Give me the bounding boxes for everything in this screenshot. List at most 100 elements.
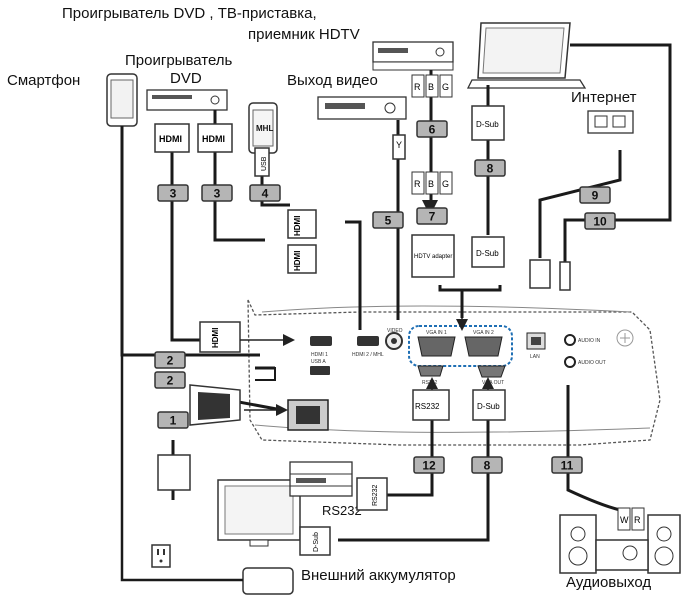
port-label-video: VIDEO xyxy=(387,328,403,334)
wall-outlet xyxy=(151,544,171,568)
cable-number-text: 11 xyxy=(561,459,574,473)
label-audio-out: Аудиовыход xyxy=(566,574,652,591)
label-dvd-player-line1: Проигрыватель xyxy=(125,52,233,69)
svg-text:Y: Y xyxy=(396,140,402,150)
mhl-phone-device xyxy=(248,102,278,154)
port-vga-out xyxy=(477,365,506,378)
smartphone-device xyxy=(106,73,138,127)
cable-number-text: 6 xyxy=(429,123,436,137)
connector-dsub-mid: D-Sub xyxy=(471,236,505,268)
port-lan xyxy=(526,332,546,350)
svg-text:HDTV adapter: HDTV adapter xyxy=(414,254,452,260)
label-dvd-tv-hdtv-line2: приемник HDTV xyxy=(248,26,360,43)
port-label-audio-in: AUDIO IN xyxy=(578,338,601,344)
port-label-hdmi2: HDMI 2 / MHL xyxy=(352,352,384,358)
cable-number-text: 3 xyxy=(170,187,177,201)
cable-number-badge: 5 xyxy=(372,211,404,229)
cable-number-badge: 12 xyxy=(413,456,445,474)
cable-number-text: 2 xyxy=(167,374,174,388)
svg-text:W: W xyxy=(620,515,629,525)
port-label-audio-out: AUDIO OUT xyxy=(578,360,606,366)
cable-number-badge: 9 xyxy=(579,186,611,204)
cable-number-badge: 3 xyxy=(201,184,233,202)
connector-wr: W R xyxy=(617,507,645,531)
svg-text:G: G xyxy=(442,179,449,189)
cable-number-text: 8 xyxy=(484,459,491,473)
label-external-battery: Внешний аккумулятор xyxy=(301,567,456,584)
projector xyxy=(247,299,661,446)
svg-text:HDMI: HDMI xyxy=(293,216,302,236)
svg-text:R: R xyxy=(414,179,421,189)
cable-number-badge: 2 xyxy=(154,371,186,389)
connector-hdmi-5: HDMI xyxy=(199,321,241,353)
port-audio-out xyxy=(564,356,576,368)
monitor-device xyxy=(217,479,301,547)
label-smartphone: Смартфон xyxy=(7,72,81,89)
connector-y: Y xyxy=(392,134,406,160)
label-internet: Интернет xyxy=(571,89,637,106)
cable-number-text: 7 xyxy=(429,210,436,224)
cable-number-badge: 10 xyxy=(584,212,616,230)
svg-text:USB: USB xyxy=(261,156,268,171)
connector-hdmi-4: HDMI xyxy=(287,244,317,274)
connector-rbg-top: R B G xyxy=(411,74,453,98)
port-label-vga-in1: VGA IN 1 xyxy=(426,330,447,336)
port-label-lan: LAN xyxy=(530,354,540,360)
hdtv-adapter: HDTV adapter xyxy=(411,234,455,278)
port-vga-in1 xyxy=(417,336,456,357)
port-hdmi2-mhl xyxy=(357,336,379,346)
cable-number-badge: 2 xyxy=(154,351,186,369)
connector-usb: USB xyxy=(254,147,270,177)
cable-number-text: 5 xyxy=(385,214,392,228)
svg-text:RS232: RS232 xyxy=(415,402,440,411)
connector-lan xyxy=(529,259,551,289)
dvd-player-device xyxy=(146,89,228,111)
port-hdmi1 xyxy=(310,336,332,346)
connector-hdmi-1: HDMI xyxy=(154,123,190,153)
port-audio-in xyxy=(564,334,576,346)
port-rs232 xyxy=(417,365,444,377)
laptop-device xyxy=(466,22,587,89)
svg-text:G: G xyxy=(442,82,449,92)
cable-number-badge: 3 xyxy=(157,184,189,202)
connector-hdmi-2: HDMI xyxy=(197,123,233,153)
port-usb-a xyxy=(310,366,330,375)
svg-text:D-Sub: D-Sub xyxy=(477,402,500,411)
svg-text:D-Sub: D-Sub xyxy=(313,532,320,552)
cable-number-text: 4 xyxy=(262,187,269,201)
port-label-rs232: RS232 xyxy=(422,380,438,386)
rs232-device xyxy=(289,461,353,497)
port-video xyxy=(385,332,403,350)
connector-audio-jack xyxy=(559,261,571,291)
cable-number-text: 3 xyxy=(214,187,221,201)
connector-power xyxy=(157,384,241,491)
connector-rbg-bottom: R B G xyxy=(411,171,453,195)
connector-dsub-top: D-Sub xyxy=(471,105,505,141)
svg-text:B: B xyxy=(428,82,434,92)
port-vga-in2 xyxy=(464,336,503,357)
port-power xyxy=(287,399,329,431)
svg-text:HDMI: HDMI xyxy=(202,134,225,144)
internet-wallbox xyxy=(587,110,634,134)
label-video-out: Выход видео xyxy=(287,72,378,89)
cable-number-badge: 1 xyxy=(157,411,189,429)
label-rs232-device: RS232 xyxy=(322,503,362,518)
port-label-vga-in2: VGA IN 2 xyxy=(473,330,494,336)
tv-box-device xyxy=(372,41,454,71)
svg-text:D-Sub: D-Sub xyxy=(476,249,499,258)
cable-number-badge: 11 xyxy=(551,456,583,474)
cable-number-badge: 4 xyxy=(249,184,281,202)
svg-text:B: B xyxy=(428,179,434,189)
cable-number-badge: 7 xyxy=(416,207,448,225)
cable-number-text: 2 xyxy=(167,354,174,368)
label-dvd-player-line2: DVD xyxy=(170,70,202,87)
svg-text:R: R xyxy=(414,82,421,92)
cable-number-text: 8 xyxy=(487,162,494,176)
port-label-hdmi1: HDMI 1 xyxy=(311,352,328,358)
svg-text:R: R xyxy=(634,515,641,525)
cable-number-text: 12 xyxy=(422,459,436,473)
svg-text:HDMI: HDMI xyxy=(293,251,302,271)
